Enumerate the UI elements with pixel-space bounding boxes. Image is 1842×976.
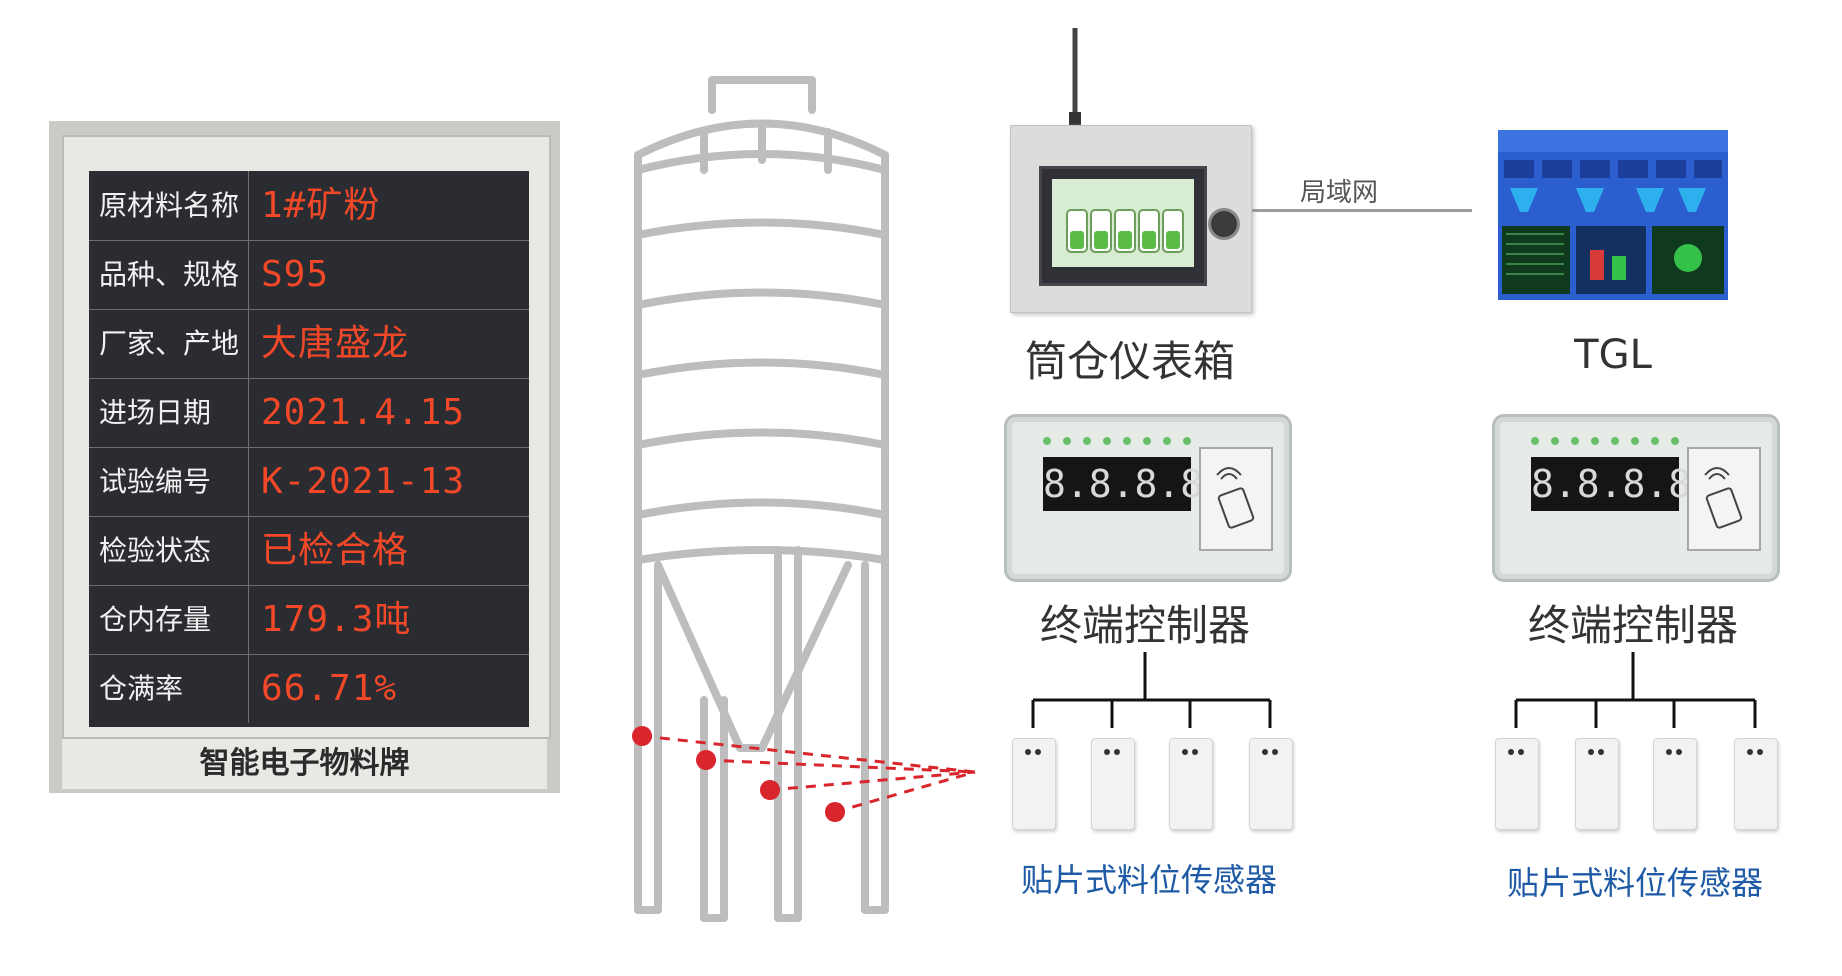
- board-row: 厂家、产地 大唐盛龙: [89, 309, 529, 379]
- silo-leg: [861, 561, 889, 914]
- lan-connector: [1252, 209, 1472, 212]
- status-led-row: [1531, 437, 1691, 449]
- controller-label: 终端控制器: [1039, 601, 1250, 650]
- tgl-screen: [1498, 130, 1728, 300]
- board-panel: 原材料名称 1#矿粉 品种、规格 S95 厂家、产地 大唐盛龙 进场日期 202…: [89, 171, 529, 727]
- instrument-display: [1052, 179, 1194, 267]
- material-board: 原材料名称 1#矿粉 品种、规格 S95 厂家、产地 大唐盛龙 进场日期 202…: [49, 121, 560, 793]
- board-row-value: K-2021-13: [261, 461, 466, 502]
- board-row: 试验编号 K-2021-13: [89, 447, 529, 517]
- board-row: 进场日期 2021.4.15: [89, 378, 529, 448]
- patch-level-sensor: [1575, 738, 1619, 830]
- instrument-screen: [1039, 166, 1207, 286]
- board-row-label: 进场日期: [89, 378, 249, 447]
- board-row-label: 厂家、产地: [89, 309, 249, 378]
- patch-level-sensor: [1734, 738, 1778, 830]
- patch-level-sensor: [1012, 738, 1056, 830]
- patch-level-sensor: [1495, 738, 1539, 830]
- board-row-label: 仓内存量: [89, 585, 249, 654]
- sensor-point: [632, 726, 652, 746]
- silo-leg: [774, 546, 802, 922]
- silo-cap: [708, 76, 816, 114]
- rfid-card-icon: [1687, 447, 1761, 551]
- patch-level-sensor: [1249, 738, 1293, 830]
- sensor-point: [760, 780, 780, 800]
- tgl-label: TGL: [1574, 332, 1652, 378]
- silo-leg: [700, 696, 728, 922]
- board-row: 原材料名称 1#矿粉: [89, 171, 529, 241]
- patch-level-sensor: [1169, 738, 1213, 830]
- board-caption: 智能电子物料牌: [62, 739, 547, 789]
- board-row: 检验状态 已检合格: [89, 516, 529, 586]
- lan-label: 局域网: [1300, 178, 1379, 208]
- key-switch-icon: [1208, 208, 1240, 240]
- terminal-controller: 8.8.8.8.: [1492, 414, 1780, 582]
- silo-diagram: [632, 76, 976, 922]
- signal-lines: [641, 734, 976, 814]
- board-row: 仓满率 66.71%: [89, 654, 529, 723]
- board-row-value: 大唐盛龙: [261, 323, 410, 364]
- board-row: 仓内存量 179.3吨: [89, 585, 529, 655]
- board-row-label: 仓满率: [89, 654, 249, 723]
- silo-instrument-box: [1010, 125, 1252, 313]
- board-row-value: 179.3吨: [261, 599, 412, 640]
- board-row-value: 1#矿粉: [261, 185, 381, 226]
- board-row-label: 原材料名称: [89, 171, 249, 240]
- instrument-box-label: 筒仓仪表箱: [1024, 337, 1235, 386]
- sensor-label: 贴片式料位传感器: [1506, 864, 1763, 902]
- board-row-value: 2021.4.15: [261, 392, 466, 433]
- board-row-label: 检验状态: [89, 516, 249, 585]
- board-row-value: 已检合格: [261, 530, 410, 571]
- sensor-label: 贴片式料位传感器: [1020, 861, 1277, 899]
- controller-label: 终端控制器: [1527, 601, 1738, 650]
- sensor-point: [696, 750, 716, 770]
- status-led-row: [1043, 437, 1203, 449]
- board-row-value: 66.71%: [261, 668, 398, 709]
- board-row-label: 品种、规格: [89, 240, 249, 309]
- antenna-icon: [1069, 28, 1081, 126]
- board-row-label: 试验编号: [89, 447, 249, 516]
- terminal-controller: 8.8.8.8.: [1004, 414, 1292, 582]
- rfid-card-icon: [1199, 447, 1273, 551]
- board-row-value: S95: [261, 254, 330, 295]
- patch-level-sensor: [1653, 738, 1697, 830]
- patch-level-sensor: [1091, 738, 1135, 830]
- sensor-point: [825, 802, 845, 822]
- board-row: 品种、规格 S95: [89, 240, 529, 310]
